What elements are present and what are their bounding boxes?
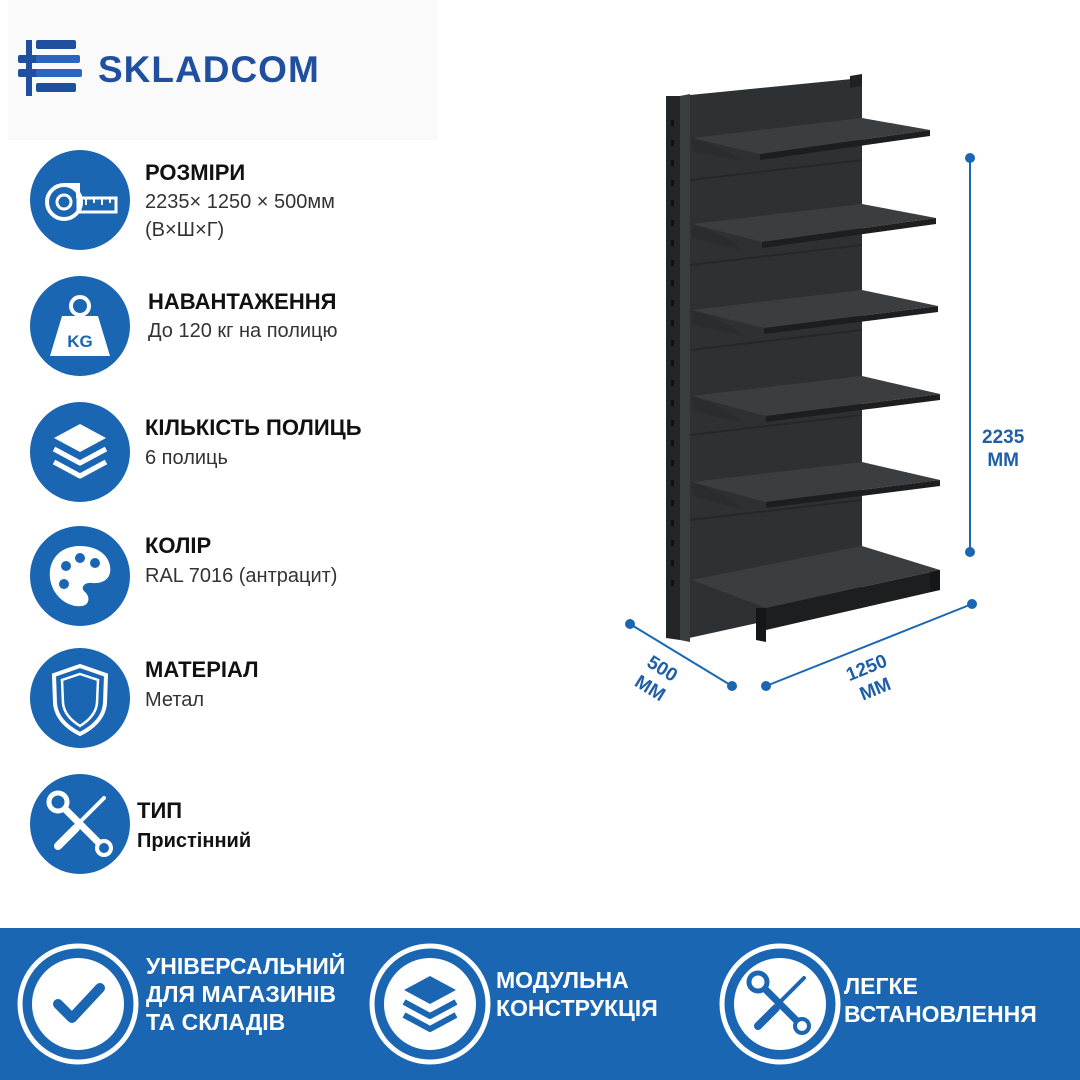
- skladcom-logo-icon: [18, 40, 82, 96]
- dimension-height-unit: ММ: [987, 450, 1019, 471]
- feature-value: 2235× 1250 × 500мм: [145, 191, 335, 213]
- feature-value: RAL 7016 (антрацит): [145, 565, 338, 587]
- benefit-universal: УНІВЕРСАЛЬНИЙ ДЛЯ МАГАЗИНІВ ТА СКЛАДІВ: [0, 928, 360, 1080]
- shelving-unit-illustration: [666, 74, 940, 642]
- benefits-banner: УНІВЕРСАЛЬНИЙ ДЛЯ МАГАЗИНІВ ТА СКЛАДІВ М…: [0, 928, 1080, 1080]
- shield-icon: [30, 648, 130, 748]
- feature-material: МАТЕРІАЛ Метал: [0, 646, 600, 776]
- dimension-height-value: 2235: [982, 427, 1025, 448]
- feature-title: КІЛЬКІСТЬ ПОЛИЦЬ: [145, 415, 362, 440]
- product-image: [600, 60, 1020, 740]
- wrench-screwdriver-icon: [30, 774, 130, 874]
- feature-value: До 120 кг на полицю: [148, 320, 338, 342]
- benefit-text: МОДУЛЬНА КОНСТРУКЦІЯ: [496, 967, 658, 1021]
- dimension-height: 2235 ММ: [982, 426, 1024, 472]
- benefit-text: ЛЕГКЕ ВСТАНОВЛЕННЯ: [844, 973, 1037, 1027]
- feature-value: Пристінний: [137, 830, 252, 852]
- feature-value-note: (В×Ш×Г): [145, 219, 225, 241]
- feature-dimensions: РОЗМІРИ 2235× 1250 × 500мм (В×Ш×Г): [0, 146, 600, 276]
- feature-title: РОЗМІРИ: [145, 160, 246, 185]
- checkmark-icon: [16, 942, 140, 1066]
- benefit-modular: МОДУЛЬНА КОНСТРУКЦІЯ: [360, 928, 720, 1080]
- feature-title: НАВАНТАЖЕННЯ: [148, 289, 337, 314]
- feature-shelves: КІЛЬКІСТЬ ПОЛИЦЬ 6 полиць: [0, 400, 600, 530]
- tape-measure-icon: [30, 150, 130, 250]
- feature-title: МАТЕРІАЛ: [145, 657, 259, 682]
- benefit-easy-install: ЛЕГКЕ ВСТАНОВЛЕННЯ: [718, 928, 1080, 1080]
- feature-value: 6 полиць: [145, 447, 228, 469]
- layers-icon: [368, 942, 492, 1066]
- weight-label: KG: [67, 332, 93, 351]
- feature-type: ТИП Пристінний: [0, 770, 600, 900]
- layers-icon: [30, 402, 130, 502]
- brand-logo: SKLADCOM: [8, 0, 438, 140]
- feature-title: ТИП: [137, 798, 183, 823]
- benefit-text: УНІВЕРСАЛЬНИЙ ДЛЯ МАГАЗИНІВ ТА СКЛАДІВ: [146, 953, 346, 1035]
- brand-name: SKLADCOM: [98, 49, 320, 90]
- feature-value: Метал: [145, 689, 205, 711]
- feature-load: KG НАВАНТАЖЕННЯ До 120 кг на полицю: [0, 274, 600, 404]
- kg-weight-icon: KG: [30, 276, 130, 376]
- feature-color: КОЛІР RAL 7016 (антрацит): [0, 522, 600, 652]
- feature-title: КОЛІР: [145, 533, 212, 558]
- wrench-screwdriver-icon: [718, 942, 842, 1066]
- palette-icon: [30, 526, 130, 626]
